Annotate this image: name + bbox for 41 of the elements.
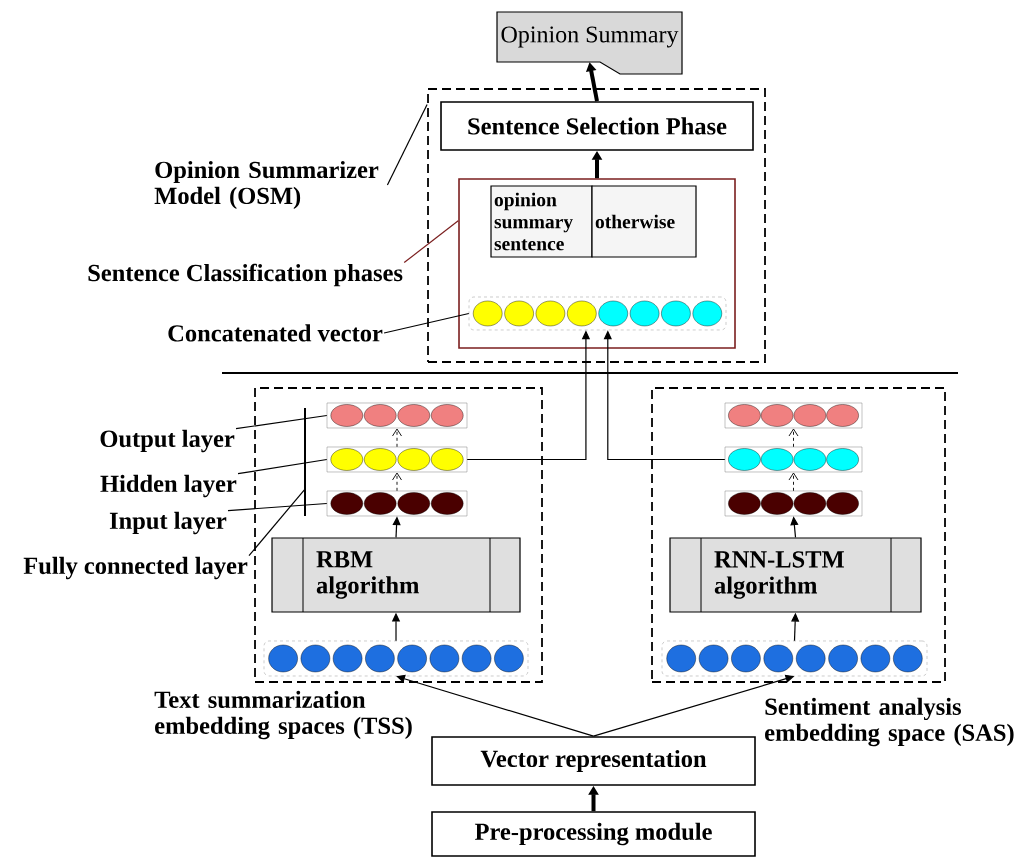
dashed-frame bbox=[254, 387, 543, 683]
vector-row bbox=[263, 640, 529, 677]
annotation-label: Opinion Summarizer Model (OSM) bbox=[154, 160, 379, 210]
annotation-label: Sentence Classification phases bbox=[88, 263, 403, 287]
annotation-label: Text summarization embedding spaces (TSS) bbox=[154, 690, 412, 740]
leader-line bbox=[403, 220, 459, 264]
dashed-frame bbox=[427, 88, 766, 363]
leader-line bbox=[386, 103, 428, 186]
class-box: otherwise bbox=[591, 185, 697, 258]
neuron-layer bbox=[724, 490, 863, 517]
annotation-label: Sentiment analysis embedding space (SAS) bbox=[765, 697, 1014, 747]
arrow bbox=[396, 674, 595, 737]
neuron-layer bbox=[724, 402, 863, 429]
leader-line bbox=[235, 414, 328, 430]
arrow bbox=[788, 428, 799, 448]
arrow bbox=[788, 472, 799, 492]
layer-label: Fully connected layer bbox=[23, 556, 248, 580]
layer-label: Output layer bbox=[100, 429, 235, 453]
dashed-frame bbox=[651, 387, 946, 683]
algorithm-box: RBM algorithm bbox=[271, 537, 521, 613]
vector-row bbox=[468, 296, 727, 331]
leader-line bbox=[383, 312, 470, 334]
process-box: Pre-processing module bbox=[431, 811, 756, 857]
process-box: Sentence Selection Phase bbox=[440, 101, 754, 151]
classifier-frame bbox=[458, 178, 736, 349]
vector-row bbox=[661, 640, 928, 677]
neuron-layer bbox=[326, 490, 468, 517]
leader-line bbox=[227, 502, 328, 512]
layer-label: Hidden layer bbox=[100, 474, 237, 498]
leader-line bbox=[248, 488, 306, 557]
class-box: opinion summary sentence bbox=[490, 185, 593, 258]
neuron-layer bbox=[326, 446, 468, 473]
layer-label: Input layer bbox=[109, 511, 227, 535]
neuron-layer bbox=[326, 402, 468, 429]
process-box: Vector representation bbox=[431, 736, 756, 786]
algorithm-box: RNN-LSTM algorithm bbox=[669, 537, 922, 613]
arrow bbox=[392, 472, 402, 492]
leader-line bbox=[237, 458, 328, 475]
neuron-layer bbox=[724, 446, 863, 473]
arrow bbox=[392, 428, 402, 448]
annotation-label: Concatenated vector bbox=[168, 324, 383, 342]
